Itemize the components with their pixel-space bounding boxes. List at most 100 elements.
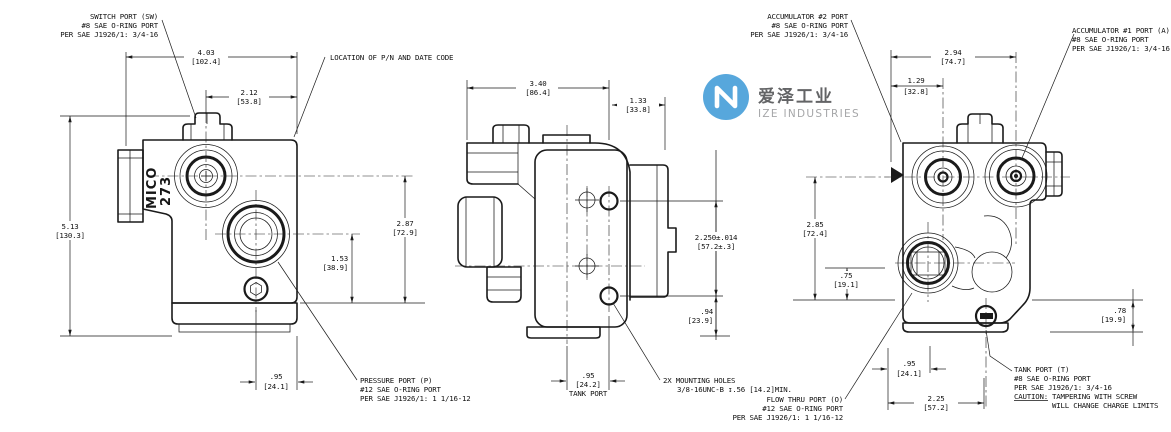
dim-width-0-95-tank: .95 [24.2] TANK PORT bbox=[551, 316, 625, 398]
leader-flow-thru-port bbox=[844, 292, 913, 400]
dim-width-0-95-left: .95 [24.1] bbox=[240, 310, 313, 391]
leader-mounting-holes bbox=[612, 302, 661, 381]
dim-text: 2.94 bbox=[945, 48, 963, 57]
dim-text-metric: [24.1] bbox=[896, 369, 922, 378]
dim-text: .95 bbox=[270, 372, 283, 381]
top-hex-nut bbox=[182, 112, 233, 141]
side-left-mid-block bbox=[457, 196, 503, 268]
left-view: MICO 273 bbox=[117, 112, 413, 333]
dim-text: .78 bbox=[1113, 306, 1126, 315]
side-connector-line bbox=[517, 183, 536, 200]
dim-text: 2.25 bbox=[928, 394, 945, 403]
dim-height-0-78: .78 [19.9] bbox=[1050, 289, 1143, 346]
leader-pn-location bbox=[293, 56, 326, 138]
valve-base-lip bbox=[178, 324, 291, 333]
dim-width-1-33: 1.33 [33.8] bbox=[612, 96, 666, 150]
callout-line: #12 SAE O-RING PORT bbox=[360, 385, 441, 394]
casting-contour bbox=[951, 215, 1013, 293]
callout-pn-location: LOCATION OF P/N AND DATE CODE bbox=[330, 53, 453, 62]
dim-text-metric: [74.7] bbox=[940, 57, 966, 66]
dim-text-metric: [86.4] bbox=[525, 88, 551, 97]
dim-text: .75 bbox=[840, 271, 853, 280]
dim-height-2-87: 2.87 [72.9] bbox=[384, 175, 426, 303]
dim-text-metric: [32.8] bbox=[903, 87, 929, 96]
callout-line: ACCUMULATOR #2 PORT bbox=[767, 12, 848, 21]
dim-text: 1.53 bbox=[331, 254, 348, 263]
dim-text-metric: [19.1] bbox=[833, 280, 859, 289]
dim-height-0-75: .75 [19.1] bbox=[825, 267, 885, 300]
callout-line: FLOW THRU PORT (O) bbox=[767, 395, 844, 404]
callout-line: PER SAE J1926/1: 3/4-16 bbox=[1072, 44, 1170, 53]
mounting-face-plate bbox=[534, 149, 628, 328]
dim-width-1-29: 1.29 [32.8] bbox=[891, 76, 943, 96]
rear-hex-fitting bbox=[1045, 151, 1063, 197]
callout-line: 2X MOUNTING HOLES bbox=[663, 376, 735, 385]
valve-base-plate bbox=[171, 302, 298, 325]
dim-width-2-94: 2.94 [74.7] bbox=[890, 48, 1016, 162]
callout-line: #8 SAE O-RING PORT bbox=[772, 21, 849, 30]
side-right-step-block bbox=[629, 164, 677, 298]
watermark-english-text: IZE INDUSTRIES bbox=[758, 108, 860, 120]
ize-logo-n-glyph bbox=[714, 85, 738, 109]
caution-keyword: CAUTION: bbox=[1014, 392, 1048, 401]
callout-mounting-holes: 2X MOUNTING HOLES 3/8-16UNC-B ↧.56 [14.2… bbox=[663, 376, 792, 394]
dim-text-metric: [53.8] bbox=[236, 97, 262, 106]
callout-line: SWITCH PORT (SW) bbox=[90, 12, 158, 21]
dim-text-metric: [102.4] bbox=[191, 57, 221, 66]
valve-body-front-outline bbox=[142, 139, 298, 304]
dim-width-4-03: 4.03 [102.4] bbox=[125, 47, 298, 146]
tank-port-dim-label: TANK PORT bbox=[569, 389, 608, 398]
callout-line: PRESSURE PORT (P) bbox=[360, 376, 432, 385]
orientation-arrow-notch bbox=[891, 167, 904, 183]
dim-text-metric: [57.2] bbox=[923, 403, 949, 412]
dim-text-metric: [72.9] bbox=[392, 228, 418, 237]
side-left-lower-stub bbox=[486, 266, 522, 303]
dim-text: 5.13 bbox=[62, 222, 79, 231]
side-body-top-outline bbox=[466, 142, 631, 301]
watermark-chinese-text: 爱泽工业 bbox=[758, 86, 834, 107]
dim-text: .95 bbox=[582, 371, 595, 380]
dim-height-5-13: 5.13 [130.3] bbox=[48, 115, 190, 337]
callout-line: #8 SAE O-RING PORT bbox=[1014, 374, 1091, 383]
caution-text: TAMPERING WITH SCREW bbox=[1052, 392, 1138, 401]
watermark-logo: 爱泽工业 IZE INDUSTRIES bbox=[703, 74, 860, 120]
callout-line: #12 SAE O-RING PORT bbox=[762, 404, 843, 413]
dim-width-0-95-right: .95 [24.1] bbox=[872, 346, 946, 410]
dim-text: 3.40 bbox=[530, 79, 547, 88]
dim-width-3-40: 3.40 [86.4] bbox=[466, 79, 610, 140]
dim-text: .94 bbox=[700, 307, 713, 316]
callout-line: #8 SAE O-RING PORT bbox=[1072, 35, 1149, 44]
callout-tank-port-t: TANK PORT (T) #8 SAE O-RING PORT PER SAE… bbox=[1014, 365, 1158, 410]
leader-tank-port-t bbox=[985, 329, 1013, 372]
caution-text: WILL CHANGE CHARGE LIMITS bbox=[1052, 401, 1158, 410]
callout-accumulator1: ACCUMULATOR #1 PORT (A) #8 SAE O-RING PO… bbox=[1072, 26, 1170, 53]
dim-text: .95 bbox=[903, 359, 916, 368]
callout-line: PER SAE J1926/1: 3/4-16 bbox=[1014, 383, 1112, 392]
dim-text: 2.85 bbox=[807, 220, 824, 229]
dim-text: 2.12 bbox=[241, 88, 258, 97]
callout-line: PER SAE J1926/1: 1 1/16-12 bbox=[733, 413, 844, 422]
side-base-plate bbox=[526, 326, 601, 339]
body-marking-mico: MICO bbox=[145, 167, 160, 209]
callout-line: PER SAE J1926/1: 1 1/16-12 bbox=[360, 394, 471, 403]
callout-line: 3/8-16UNC-B ↧.56 [14.2]MIN. bbox=[677, 385, 792, 394]
callout-line: ACCUMULATOR #1 PORT (A) bbox=[1072, 26, 1170, 35]
dim-text: 1.33 bbox=[630, 96, 647, 105]
side-left-upper-block bbox=[466, 142, 519, 185]
dim-text-metric: [72.4] bbox=[802, 229, 828, 238]
dim-text-metric: [24.2] bbox=[575, 380, 601, 389]
dim-height-2-85: 2.85 [72.4] bbox=[793, 176, 1143, 301]
dim-height-1-53: 1.53 [38.9] bbox=[300, 233, 425, 304]
dim-text: 4.03 bbox=[198, 48, 215, 57]
dim-height-2-250: 2.250±.014 [57.2±.3] bbox=[620, 200, 743, 297]
dim-width-2-25: 2.25 [57.2] bbox=[888, 378, 985, 412]
dim-text-metric: [33.8] bbox=[625, 105, 651, 114]
dim-text-metric: [19.9] bbox=[1101, 315, 1127, 324]
dim-text-metric: [130.3] bbox=[55, 231, 85, 240]
leader-accumulator2 bbox=[850, 19, 902, 143]
dim-text-metric: [23.9] bbox=[688, 316, 714, 325]
dim-text-metric: [38.9] bbox=[323, 263, 349, 272]
dim-text: 2.87 bbox=[397, 219, 414, 228]
